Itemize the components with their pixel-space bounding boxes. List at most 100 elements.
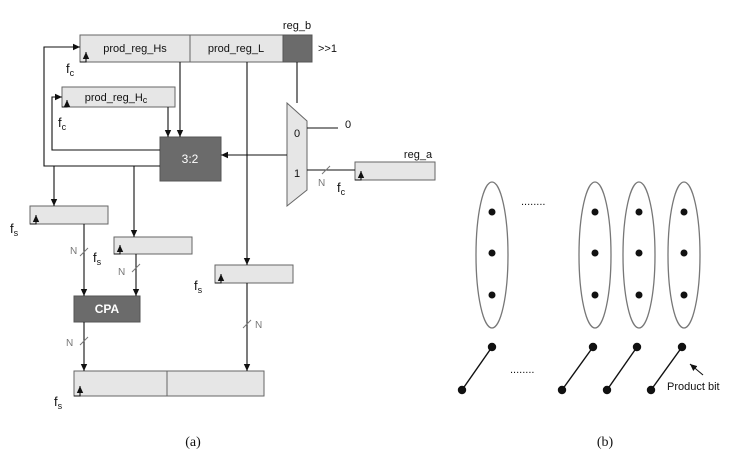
cpa-box [73, 295, 141, 323]
bit-column-4 [667, 181, 701, 329]
dot [677, 342, 687, 352]
dot [646, 385, 656, 395]
clock-sub: s [14, 228, 19, 238]
dot [488, 208, 496, 216]
clock-output [74, 386, 84, 397]
dot [488, 249, 496, 257]
prod-reg-l-label: prod_reg_L [208, 43, 264, 55]
dot [457, 385, 467, 395]
dot [591, 291, 599, 299]
dot [557, 385, 567, 395]
bit-column-1 [475, 181, 509, 329]
reg-a-box [354, 161, 436, 181]
clock-sub: s [97, 257, 102, 267]
output-reg-low [166, 370, 265, 397]
bus-slash-4 [242, 319, 252, 329]
prod-reg-hc-label: prod_reg_Hc [85, 92, 148, 105]
clock-hs [80, 52, 90, 63]
caption-b: (b) [597, 435, 614, 450]
fs-reg-right [214, 264, 294, 284]
dot [632, 342, 642, 352]
dot [588, 342, 598, 352]
clock-f: f [10, 221, 14, 236]
dot [591, 249, 599, 257]
clock-sub: c [70, 68, 75, 78]
output-reg-high [73, 370, 168, 397]
ellipsis-bottom: ........ [510, 364, 534, 376]
caption-a: (a) [185, 435, 201, 450]
bus-slash-2 [131, 263, 141, 273]
product-bit-label: Product bit [667, 381, 720, 393]
mux-const-zero: 0 [345, 119, 351, 131]
clock-f: f [194, 278, 198, 293]
clock-label-hc: fc [58, 115, 67, 132]
clock-sub: c [62, 122, 67, 132]
bus-width-4: N [255, 320, 262, 331]
adder-3-2-box [159, 136, 222, 182]
bus-slash-1 [79, 247, 89, 257]
dot [680, 249, 688, 257]
cpa-label: CPA [95, 302, 120, 316]
reg-b-label: reg_b [283, 20, 311, 32]
bus-width-1: N [70, 246, 77, 257]
adder-3-2-label: 3:2 [182, 152, 199, 166]
link-1 [461, 346, 493, 391]
prod-reg-hs-box [79, 34, 191, 63]
reg-a-label: reg_a [404, 149, 433, 161]
clock-sub: c [341, 187, 346, 197]
clock-fs-right [215, 274, 225, 284]
clock-sub: s [198, 285, 203, 295]
panel-b: ........ ........ Product bit (b) [457, 181, 720, 450]
clock-label-fs-middle: fs [93, 250, 102, 267]
bus-width-2: N [118, 267, 125, 278]
dot [487, 342, 497, 352]
link-3 [606, 346, 638, 391]
clock-label-hs: fc [66, 61, 75, 78]
clock-fs-middle [114, 245, 124, 255]
dot [602, 385, 612, 395]
mux-input-0: 0 [294, 128, 300, 140]
panel-a: prod_reg_Hs prod_reg_L reg_b >>1 prod_re… [10, 20, 436, 450]
bus-slash-5 [321, 165, 331, 175]
clock-label-output: fs [54, 394, 63, 411]
bit-column-3 [622, 181, 656, 329]
dot [680, 208, 688, 216]
mux-input-1: 1 [294, 168, 300, 180]
clock-fs-left [30, 215, 40, 225]
clock-label-rega: fc [337, 180, 346, 197]
clock-f: f [54, 394, 58, 409]
clock-sub: s [58, 401, 63, 411]
partial-product-dots [488, 208, 688, 299]
dot [635, 249, 643, 257]
bus-width-5: N [318, 178, 325, 189]
dot [680, 291, 688, 299]
prod-reg-l-box [189, 34, 284, 63]
dot [488, 291, 496, 299]
reg-b-box [282, 34, 313, 63]
wire-feedback-hs [43, 43, 160, 167]
carry-save-links [457, 342, 687, 395]
fs-reg-left [29, 205, 109, 225]
product-bit-arrow [689, 363, 704, 376]
bus-slash-3 [79, 336, 89, 346]
clock-f: f [337, 180, 341, 195]
shift-label: >>1 [318, 43, 337, 55]
bit-column-2 [578, 181, 612, 329]
prod-reg-hc-sub: c [143, 95, 148, 105]
wire-feedback-hc [51, 93, 160, 151]
dot [591, 208, 599, 216]
prod-reg-hs-label: prod_reg_Hs [103, 43, 167, 55]
clock-f: f [93, 250, 97, 265]
link-2 [561, 346, 594, 391]
clock-f: f [58, 115, 62, 130]
dot [635, 291, 643, 299]
clock-hc [62, 100, 71, 108]
dot [635, 208, 643, 216]
prod-reg-hc-base: prod_reg_H [85, 92, 143, 104]
bus-width-3: N [66, 338, 73, 349]
clock-f: f [66, 61, 70, 76]
clock-label-fs-left: fs [10, 221, 19, 238]
fs-reg-middle [113, 236, 193, 255]
mux [286, 101, 308, 208]
